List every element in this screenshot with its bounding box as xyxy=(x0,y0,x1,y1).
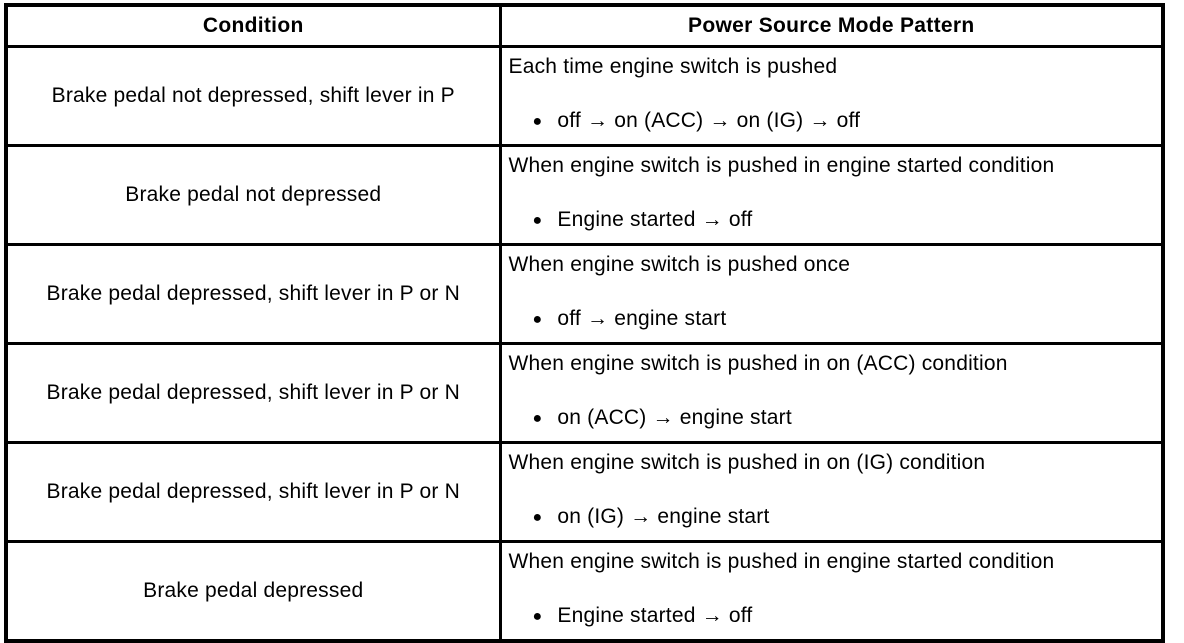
pattern-bullet-text: Engine started → off xyxy=(557,604,753,627)
pattern-bullet-text: on (IG) → engine start xyxy=(557,505,770,528)
table-row: Brake pedal depressed When engine switch… xyxy=(4,540,1165,643)
power-source-mode-table: Condition Power Source Mode Pattern Brak… xyxy=(4,3,1165,643)
table-row: Brake pedal depressed, shift lever in P … xyxy=(4,441,1165,543)
pattern-intro: When engine switch is pushed in engine s… xyxy=(508,550,1055,573)
pattern-bullet-text: off → on (ACC) → on (IG) → off xyxy=(557,109,861,132)
table-row: Brake pedal depressed, shift lever in P … xyxy=(4,243,1165,345)
pattern-bullet-line: ● Engine started → off xyxy=(509,602,1156,630)
bullet-icon: ● xyxy=(532,410,543,427)
pattern-cell: When engine switch is pushed in engine s… xyxy=(498,540,1165,643)
pattern-bullet-text: Engine started → off xyxy=(557,208,753,231)
condition-cell: Brake pedal not depressed, shift lever i… xyxy=(4,45,502,147)
condition-cell: Brake pedal depressed, shift lever in P … xyxy=(4,342,502,444)
pattern-cell: When engine switch is pushed once ● off →… xyxy=(498,243,1165,345)
bullet-icon: ● xyxy=(532,311,543,328)
pattern-intro: When engine switch is pushed once xyxy=(508,253,851,276)
table-row: Brake pedal not depressed, shift lever i… xyxy=(4,45,1165,147)
bullet-icon: ● xyxy=(532,608,543,625)
pattern-bullet-line: ● off → engine start xyxy=(509,305,1156,333)
pattern-bullet-text: on (ACC) → engine start xyxy=(557,406,792,429)
table-row: Brake pedal depressed, shift lever in P … xyxy=(4,342,1165,444)
condition-cell: Brake pedal depressed, shift lever in P … xyxy=(4,441,502,543)
condition-cell: Brake pedal depressed, shift lever in P … xyxy=(4,243,502,345)
pattern-intro: When engine switch is pushed in engine s… xyxy=(508,154,1055,177)
condition-cell: Brake pedal depressed xyxy=(4,540,502,643)
table-row: Brake pedal not depressed When engine sw… xyxy=(4,144,1165,246)
pattern-bullet-text: off → engine start xyxy=(557,307,727,330)
page: Condition Power Source Mode Pattern Brak… xyxy=(4,3,1165,643)
pattern-bullet-line: ● on (ACC) → engine start xyxy=(509,404,1156,432)
pattern-cell: When engine switch is pushed in on (ACC)… xyxy=(498,342,1165,444)
bullet-icon: ● xyxy=(532,509,543,526)
bullet-icon: ● xyxy=(532,212,543,229)
bullet-icon: ● xyxy=(532,113,543,130)
pattern-bullet-line: ● on (IG) → engine start xyxy=(509,503,1156,531)
pattern-cell: Each time engine switch is pushed ● off →… xyxy=(498,45,1165,147)
pattern-intro: Each time engine switch is pushed xyxy=(508,55,838,78)
condition-cell: Brake pedal not depressed xyxy=(4,144,502,246)
pattern-cell: When engine switch is pushed in engine s… xyxy=(498,144,1165,246)
pattern-cell: When engine switch is pushed in on (IG) … xyxy=(498,441,1165,543)
pattern-intro: When engine switch is pushed in on (IG) … xyxy=(508,451,986,474)
pattern-intro: When engine switch is pushed in on (ACC)… xyxy=(508,352,1008,375)
pattern-bullet-line: ● off → on (ACC) → on (IG) → off xyxy=(509,107,1156,135)
condition-column-header: Condition xyxy=(4,3,502,48)
pattern-bullet-line: ● Engine started → off xyxy=(509,206,1156,234)
header-row: Condition Power Source Mode Pattern xyxy=(4,3,1165,48)
pattern-column-header: Power Source Mode Pattern xyxy=(498,3,1165,48)
